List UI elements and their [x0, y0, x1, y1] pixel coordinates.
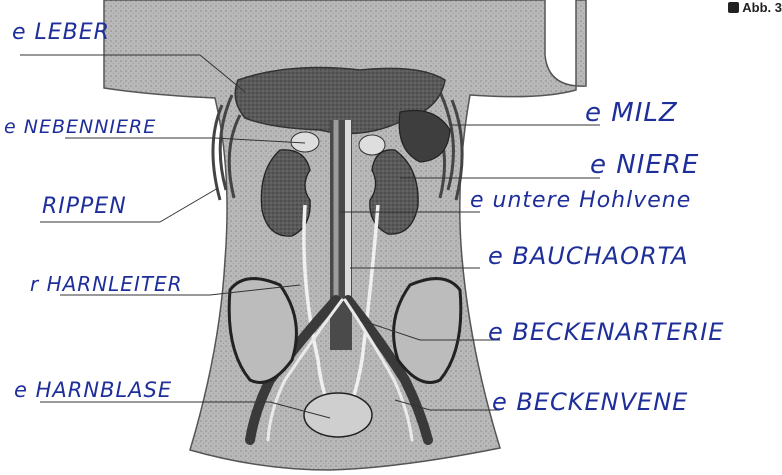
label-niere: e NIERE — [590, 150, 699, 180]
label-nebenniere: e NEBENNIERE — [4, 116, 156, 138]
label-beckenvene: e BECKENVENE — [492, 388, 688, 416]
label-milz: e MILZ — [585, 98, 678, 128]
label-rippen: RIPPEN — [42, 194, 127, 219]
label-harnblase: e HARNBLASE — [14, 378, 172, 402]
label-untere-hohlvene: e untere Hohlvene — [470, 188, 691, 213]
bladder — [304, 393, 372, 437]
label-leber: e LEBER — [12, 20, 110, 45]
label-harnleiter: r HARNLEITER — [30, 272, 183, 296]
label-beckenarterie: e BECKENARTERIE — [488, 318, 724, 346]
label-bauchaorta: e BAUCHAORTA — [488, 242, 689, 270]
